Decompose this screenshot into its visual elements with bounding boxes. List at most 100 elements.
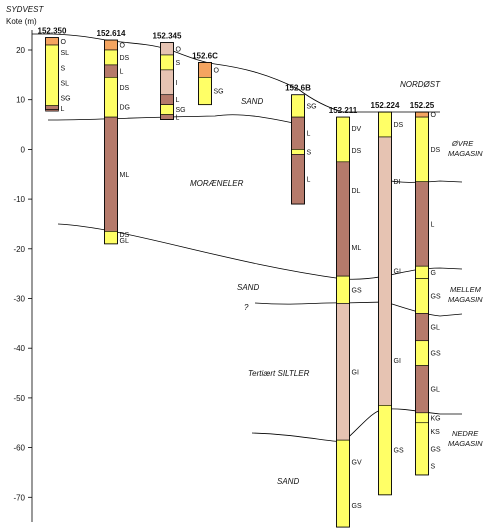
layer-code-label: DI bbox=[394, 179, 401, 186]
borehole-id-label: 152.350 bbox=[38, 27, 67, 36]
aquifer-middle-label-2: MAGASIN bbox=[448, 295, 483, 304]
direction-southwest: SYDVEST bbox=[6, 5, 44, 14]
borehole-layer bbox=[415, 116, 429, 183]
borehole-layer bbox=[336, 275, 350, 304]
borehole-layer bbox=[160, 42, 174, 56]
borehole-layer bbox=[415, 181, 429, 267]
axis-tick-label: -40 bbox=[13, 344, 25, 353]
unit-label-moraeneler: MORÆNELER bbox=[190, 179, 244, 188]
layer-code-label: DS bbox=[120, 85, 130, 92]
borehole-layer bbox=[160, 94, 174, 105]
borehole-outline bbox=[198, 62, 212, 106]
layer-code-label: DS bbox=[120, 55, 130, 62]
sand-base-line bbox=[47, 114, 299, 125]
layer-code-label: GS bbox=[431, 294, 441, 301]
layer-code-label: SL bbox=[61, 80, 70, 87]
layer-code-label: GS bbox=[352, 287, 362, 294]
layer-code-label: DL bbox=[352, 188, 361, 195]
axis-tick-label: -10 bbox=[13, 195, 25, 204]
layer-code-label: GS bbox=[431, 446, 441, 453]
borehole-outline bbox=[378, 111, 392, 496]
layer-code-label: S bbox=[307, 149, 312, 156]
axis-tick-label: 0 bbox=[21, 145, 26, 154]
layer-code-label: O bbox=[214, 67, 220, 74]
layer-code-label: GI bbox=[394, 269, 401, 276]
borehole-layer bbox=[415, 111, 429, 118]
borehole-id-label: 152.25 bbox=[410, 101, 435, 110]
axis-tick-label: -60 bbox=[13, 444, 25, 453]
direction-northeast: NORDØST bbox=[400, 80, 441, 89]
layer-code-label: ML bbox=[120, 172, 130, 179]
layer-code-label: DV bbox=[352, 126, 362, 133]
layer-code-label: S bbox=[431, 464, 436, 471]
borehole-outline bbox=[291, 94, 305, 205]
layer-code-label: S bbox=[176, 60, 181, 67]
borehole-outline bbox=[45, 37, 59, 111]
borehole-layer bbox=[160, 114, 174, 120]
borehole-layer bbox=[415, 412, 429, 424]
layer-code-label: L bbox=[431, 221, 435, 228]
borehole-layer bbox=[415, 265, 429, 279]
layer-code-label: GS bbox=[431, 351, 441, 358]
layer-code-label: O bbox=[61, 39, 67, 46]
borehole-layer bbox=[45, 105, 59, 112]
borehole-layer bbox=[198, 62, 212, 78]
unit-label-sand-middle: SAND bbox=[237, 283, 259, 292]
layer-code-label: DS bbox=[120, 232, 130, 239]
layer-code-label: KG bbox=[431, 415, 441, 422]
middle-aquifer-base-line bbox=[254, 301, 463, 317]
axis-tick-label: 10 bbox=[16, 96, 25, 105]
lower-aquifer-top-line bbox=[251, 408, 462, 443]
layer-code-label: L bbox=[120, 69, 124, 76]
borehole-layer bbox=[415, 313, 429, 342]
layer-code-label: L bbox=[61, 106, 65, 113]
borehole-layer bbox=[415, 278, 429, 314]
layer-code-label: SG bbox=[307, 103, 317, 110]
borehole-layer bbox=[378, 111, 392, 138]
axis-tick-label: -50 bbox=[13, 394, 25, 403]
borehole-layer bbox=[104, 116, 118, 232]
unit-label-sand-lower: SAND bbox=[277, 477, 299, 486]
borehole-layer bbox=[336, 439, 350, 528]
borehole-layer bbox=[291, 149, 305, 155]
layer-code-label: GI bbox=[394, 358, 401, 365]
aquifer-upper-label-1: ØVRE bbox=[451, 139, 474, 148]
borehole-layer bbox=[104, 64, 118, 78]
borehole-layer bbox=[45, 37, 59, 46]
borehole-layer bbox=[415, 422, 429, 476]
unit-label-sand-upper: SAND bbox=[241, 97, 263, 106]
borehole-layer bbox=[160, 69, 174, 96]
borehole-layer bbox=[160, 104, 174, 115]
layer-code-label: O bbox=[431, 112, 437, 119]
layer-code-label: GV bbox=[352, 459, 362, 466]
borehole-id-label: 152.211 bbox=[329, 106, 358, 115]
borehole-layer bbox=[104, 39, 118, 51]
borehole-id-label: 152.6B bbox=[285, 84, 311, 93]
layer-code-label: GL bbox=[431, 325, 440, 332]
axis-tick-label: -70 bbox=[13, 493, 25, 502]
borehole-layer bbox=[415, 365, 429, 414]
axis-label: Kote (m) bbox=[6, 17, 37, 26]
layer-code-label: L bbox=[307, 131, 311, 138]
borehole-layer bbox=[378, 405, 392, 496]
layer-code-label: O bbox=[120, 43, 126, 50]
borehole-id-label: 152.614 bbox=[97, 29, 126, 38]
layer-code-label: GL bbox=[120, 238, 129, 245]
aquifer-upper-label-2: MAGASIN bbox=[448, 149, 483, 158]
borehole-id-label: 152.6C bbox=[192, 51, 218, 60]
borehole-id-label: 152.345 bbox=[153, 32, 182, 41]
borehole-layer bbox=[160, 54, 174, 71]
borehole-layer bbox=[104, 231, 118, 245]
borehole-outline bbox=[160, 42, 174, 120]
layer-code-label: O bbox=[176, 46, 182, 53]
layer-code-label: KS bbox=[431, 429, 441, 436]
aquifer-lower-label-2: MAGASIN bbox=[448, 439, 483, 448]
borehole-id-label: 152.224 bbox=[371, 101, 400, 110]
